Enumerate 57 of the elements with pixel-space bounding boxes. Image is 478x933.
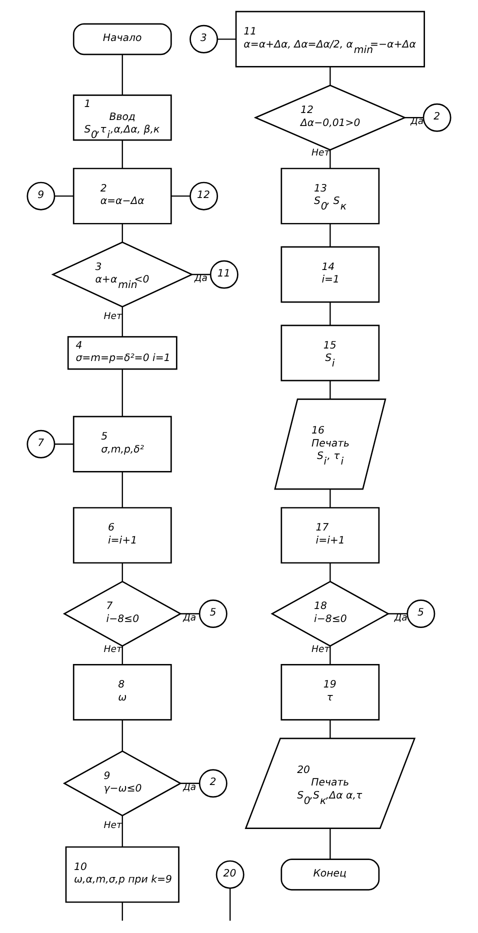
node-box: 5 σ,m,p,δ² xyxy=(72,416,172,472)
node-circle: 20 xyxy=(216,860,244,889)
connector xyxy=(330,828,331,860)
node-box: 19 τ xyxy=(280,664,380,720)
node-circle: 3 xyxy=(190,24,218,54)
node-circle: 7 xyxy=(26,430,56,458)
connector xyxy=(122,140,123,168)
node-circle: 2 xyxy=(422,103,452,132)
connector xyxy=(54,444,74,445)
connector xyxy=(217,38,236,40)
connector xyxy=(388,613,408,614)
connector xyxy=(330,66,331,86)
connector xyxy=(330,646,331,665)
node-circle: 9 xyxy=(26,182,56,210)
connector xyxy=(122,472,123,508)
connector xyxy=(330,380,331,399)
node-box: 4 σ=m=p=δ²=0 i=1 xyxy=(67,336,178,370)
connector xyxy=(122,902,123,921)
node-box: 2 α=α−Δα xyxy=(72,168,172,224)
connector xyxy=(122,563,123,582)
node-circle: 5 xyxy=(198,600,228,628)
node-circle: 11 xyxy=(210,260,238,289)
connector xyxy=(122,720,123,751)
connector xyxy=(330,150,331,168)
connector xyxy=(330,489,331,508)
connector xyxy=(330,302,331,326)
connector xyxy=(171,195,190,197)
node-box: 14 i=1 xyxy=(280,246,380,303)
connector xyxy=(122,816,123,847)
connector xyxy=(330,224,331,247)
connector xyxy=(230,888,231,921)
connector xyxy=(192,274,211,276)
connector xyxy=(180,613,200,614)
connector xyxy=(404,117,424,118)
connector xyxy=(122,646,123,665)
node-box: 17 i=i+1 xyxy=(280,507,380,564)
edge-label: Нет xyxy=(104,310,122,322)
node-box: Конец xyxy=(280,858,380,891)
connector xyxy=(330,720,331,738)
connector xyxy=(122,306,123,337)
edge-label: Да xyxy=(394,612,408,624)
node-circle: 5 xyxy=(406,600,436,628)
node-circle: 12 xyxy=(190,182,218,210)
connector xyxy=(180,782,200,784)
node-diamond: 9 γ−ω≤0 xyxy=(62,750,182,816)
node-circle: 2 xyxy=(198,769,228,798)
node-box: 8 ω xyxy=(72,664,172,720)
connector xyxy=(122,54,123,96)
connector xyxy=(330,563,331,582)
node-box: 10 ω,α,m,σ,p при k=9 xyxy=(65,846,180,903)
edge-label: Нет xyxy=(104,820,122,831)
connector xyxy=(122,369,123,416)
connector xyxy=(122,224,123,242)
node-box: Начало xyxy=(72,23,172,56)
connector xyxy=(54,195,74,197)
edge-label: Да xyxy=(183,612,196,624)
node-box: 6 i=i+1 xyxy=(72,507,172,564)
